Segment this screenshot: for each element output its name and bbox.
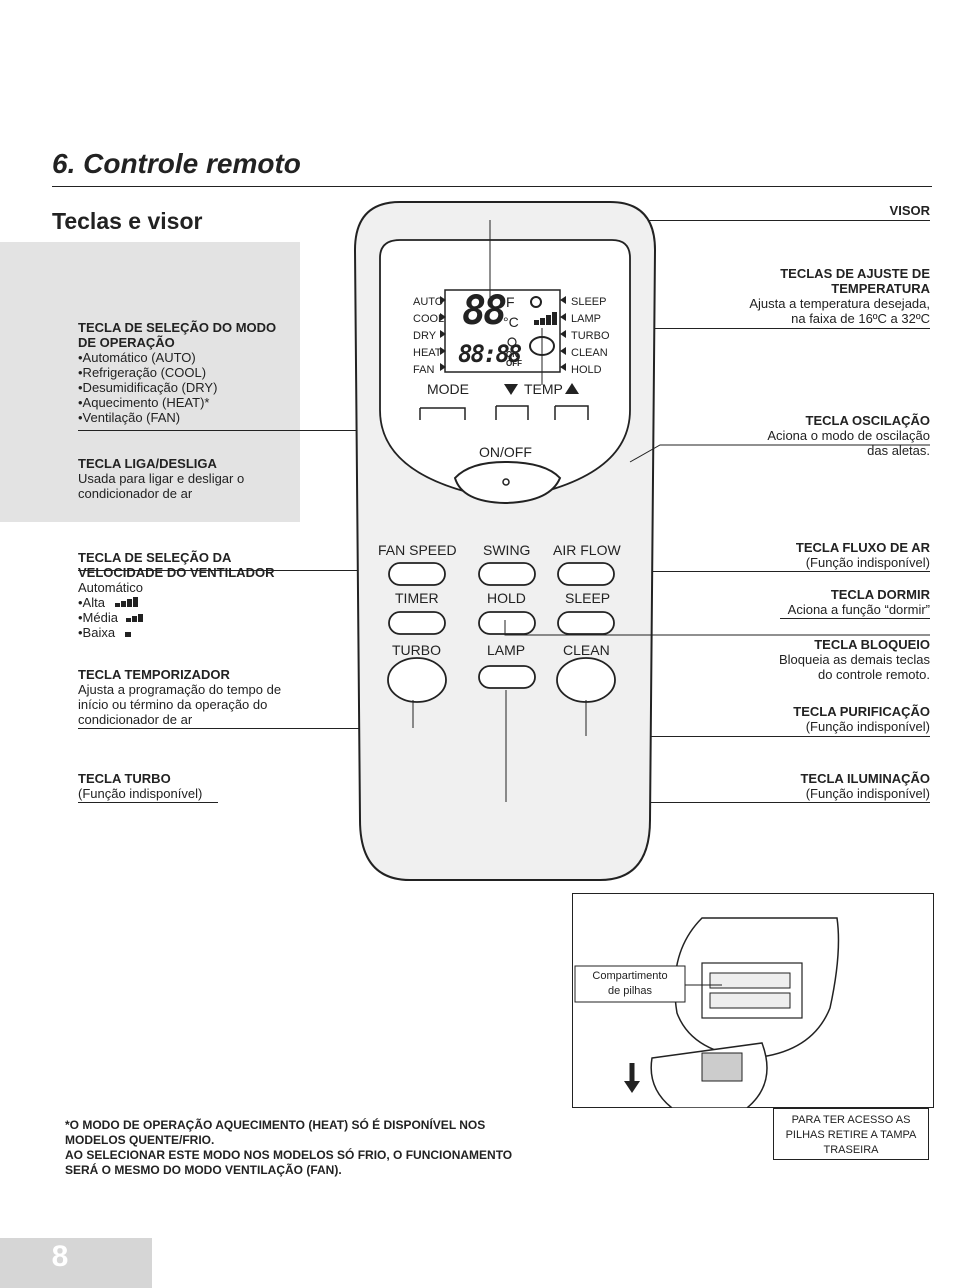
clean-button-label: CLEAN (563, 642, 610, 658)
hold-button-label: HOLD (487, 590, 526, 606)
compartment-label: Compartimento de pilhas (592, 970, 668, 997)
fanspeed-leader-line (78, 570, 398, 571)
func-indicator-icon (560, 363, 566, 371)
down-arrow-icon (624, 1081, 640, 1093)
subtitle: Teclas e visor (52, 208, 203, 234)
temp-up-button (554, 405, 589, 420)
battery-icon (709, 972, 791, 989)
mode-key-label: TECLA DE SELEÇÃO DO MODO DE OPERAÇÃO •Au… (78, 320, 277, 425)
fan-medium-icon (125, 614, 143, 622)
lamp-leader-line (506, 802, 930, 803)
timer-key-label: TECLA TEMPORIZADOR Ajusta a programação … (78, 667, 282, 727)
mode-indicator-icon (440, 363, 446, 371)
func-indicator-icon (560, 313, 566, 321)
cover-grip-icon (701, 1052, 743, 1082)
mode-button-label: MODE (427, 381, 469, 397)
turbo-button-label: TURBO (392, 642, 441, 658)
clock-icon (507, 337, 517, 347)
airflow-leader-line (590, 571, 930, 572)
lamp-key-label: TECLA ILUMINAÇÃO (Função indisponível) (800, 771, 930, 801)
mode-leader-line (78, 430, 438, 431)
timer-button-label: TIMER (395, 590, 439, 606)
swing-button-label: SWING (483, 542, 531, 558)
temp-keys-label: TECLAS DE AJUSTE DE TEMPERATURA Ajusta a… (749, 266, 930, 326)
remote-func-list: SLEEP LAMP TURBO CLEAN HOLD (571, 296, 610, 376)
swing-button (478, 562, 536, 586)
heat-mode-footnote: *O MODO DE OPERAÇÃO AQUECIMENTO (HEAT) S… (65, 1118, 513, 1177)
lock-key-label: TECLA BLOQUEIO Bloqueia as demais teclas… (778, 637, 930, 682)
battery-figure-frame (572, 893, 934, 1108)
temp-down-icon (504, 384, 518, 395)
mode-indicator-icon (440, 296, 446, 304)
clean-key-label: TECLA PURIFICAÇÃO (Função indisponível) (793, 704, 930, 734)
compartment-label-box (574, 965, 686, 1003)
battery-instruction-box: PARA TER ACESSO AS PILHAS RETIRE A TAMPA… (773, 1108, 929, 1160)
section-title: 6. Controle remoto (52, 148, 301, 179)
temp-leader-line (542, 328, 930, 329)
remote-mode-list: AUTO COOL DRY HEAT FAN (413, 296, 445, 376)
temp-button-label: TEMP (524, 381, 563, 397)
clean-leader-line (586, 736, 930, 737)
lcd-onoff-indicator: ON OFF (506, 350, 522, 368)
lcd-unit-f: F (506, 294, 515, 310)
timer-leader-line (78, 728, 413, 729)
lamp-button-label: LAMP (487, 642, 526, 658)
fanspeed-button (388, 562, 446, 586)
airflow-button (557, 562, 615, 586)
left-gray-panel (0, 242, 300, 522)
fan-low-icon (124, 632, 131, 637)
lcd-temp-digits: 88 (462, 288, 507, 334)
func-indicator-icon (560, 296, 566, 304)
lcd-unit-c: °C (503, 314, 519, 330)
airflow-key-label: TECLA FLUXO DE AR (Função indisponível) (795, 540, 930, 570)
temp-up-icon (565, 383, 579, 394)
temp-down-button (495, 405, 529, 420)
airflow-button-label: AIR FLOW (553, 542, 621, 558)
clean-button (556, 657, 616, 703)
turbo-button (387, 657, 447, 703)
mode-indicator-icon (440, 347, 446, 355)
sleep-key-label: TECLA DORMIR Aciona a função “dormir” (787, 587, 930, 617)
fan-level-icon (534, 312, 557, 325)
fanspeed-key-label: TECLA DE SELEÇÃO DA VELOCIDADE DO VENTIL… (78, 550, 275, 640)
battery-icon (709, 992, 791, 1009)
sleep-button (557, 611, 615, 635)
lamp-button (478, 665, 536, 689)
func-indicator-icon (560, 330, 566, 338)
fanspeed-button-label: FAN SPEED (378, 542, 457, 558)
turbo-key-label: TECLA TURBO (Função indisponível) (78, 771, 203, 801)
fan-high-icon (114, 597, 138, 607)
fan-icon (530, 296, 542, 308)
visor-leader-line (490, 220, 930, 221)
mode-button (420, 407, 466, 420)
sleep-button-label: SLEEP (565, 590, 611, 606)
power-dot-icon (502, 478, 510, 486)
hold-button (478, 611, 536, 635)
title-rule (52, 186, 932, 187)
func-indicator-icon (560, 347, 566, 355)
mode-indicator-icon (440, 330, 446, 338)
page-number-tab (0, 1238, 152, 1288)
mode-indicator-icon (440, 313, 446, 321)
timer-button (388, 611, 446, 635)
sleep-leader-line (780, 618, 930, 619)
onoff-button (453, 460, 562, 505)
turbo-leader-line (78, 802, 218, 803)
page-number: 8 (51, 1240, 69, 1273)
battery-compartment (701, 962, 803, 1019)
visor-label: VISOR (889, 203, 930, 218)
onoff-button-label: ON/OFF (479, 444, 532, 460)
lcd-time-digits: 88:88 (458, 340, 522, 368)
swing-key-label: TECLA OSCILAÇÃO Aciona o modo de oscilaç… (767, 413, 930, 458)
onoff-key-label: TECLA LIGA/DESLIGA Usada para ligar e de… (78, 456, 245, 501)
